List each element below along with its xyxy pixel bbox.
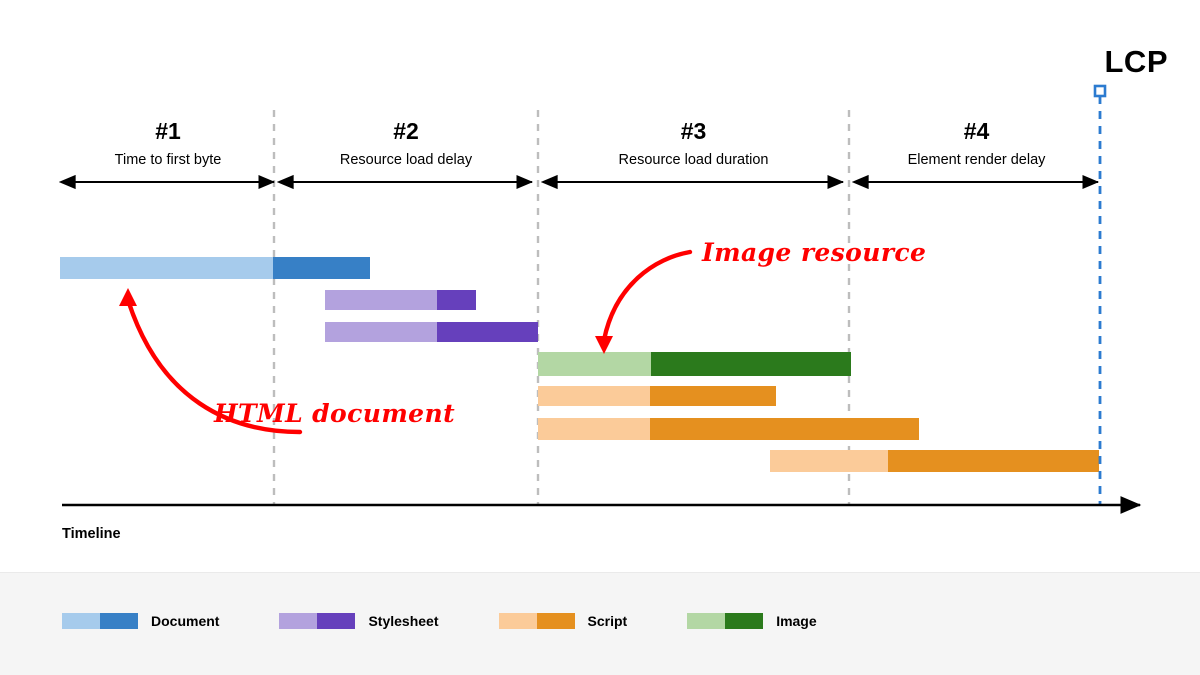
legend-item-document: Document [62, 613, 219, 629]
bar-script-3-dark-segment [888, 450, 1099, 472]
bar-document-light-segment [60, 257, 273, 279]
bar-stylesheet-1-light-segment [325, 290, 437, 310]
legend-swatch-stylesheet [279, 613, 356, 629]
annotation-arrowhead-image-resource [595, 336, 613, 354]
bar-script-3-light-segment [770, 450, 888, 472]
bar-script-2-dark-segment [650, 418, 919, 440]
bar-stylesheet-2-light-segment [325, 322, 437, 342]
phase-number: #3 [680, 118, 707, 144]
bar-document [60, 257, 370, 279]
bar-image-light-segment [538, 352, 651, 376]
phase-number: #2 [393, 118, 419, 144]
legend-swatch-light [687, 613, 726, 629]
legend-label: Script [587, 613, 628, 629]
annotation-arrow-html-document [125, 297, 303, 435]
legend-swatch-dark [317, 613, 356, 629]
bar-stylesheet-2 [325, 322, 538, 342]
lcp-marker-square [1093, 84, 1107, 98]
phase-description: Element render delay [907, 152, 1046, 168]
annotation-arrows [119, 249, 693, 435]
bar-stylesheet-2-dark-segment [437, 322, 538, 342]
lcp-label: LCP [1104, 44, 1168, 79]
legend-swatch-script [498, 613, 575, 629]
legend-item-stylesheet: Stylesheet [279, 613, 439, 629]
phase-description: Resource load delay [339, 152, 473, 168]
bar-script-3 [770, 450, 1099, 472]
legend-panel: Document Stylesheet Script Image [0, 572, 1200, 675]
phase-dividers [272, 110, 851, 505]
legend-item-script: Script [498, 613, 628, 629]
legend-swatch-document [62, 613, 138, 629]
annotation-arrowhead-html-document [119, 288, 137, 306]
timeline-caption: Timeline [62, 526, 121, 542]
bar-stylesheet-1-dark-segment [437, 290, 476, 310]
bar-stylesheet-1 [325, 290, 476, 310]
bar-script-1 [538, 386, 776, 406]
bar-script-2 [538, 418, 919, 440]
legend-swatch-light [498, 613, 537, 629]
legend-swatch-image [687, 613, 764, 629]
legend-swatch-dark [100, 613, 138, 629]
legend-row: Document Stylesheet Script Image [62, 613, 877, 629]
phase-number: #1 [155, 118, 181, 144]
legend-swatch-light [279, 613, 318, 629]
legend-swatch-light [62, 613, 100, 629]
legend-swatch-dark [725, 613, 764, 629]
legend-label: Document [151, 613, 220, 629]
bar-document-dark-segment [273, 257, 370, 279]
legend-swatch-dark [536, 613, 575, 629]
phase-description: Time to first byte [114, 152, 222, 168]
legend-label: Image [776, 613, 817, 629]
annotation-arrow-image-resource [601, 249, 693, 343]
annotation-image-resource: Image resource [702, 238, 927, 267]
legend-label: Stylesheet [368, 613, 439, 629]
bar-script-1-light-segment [538, 386, 650, 406]
bar-image-dark-segment [651, 352, 851, 376]
bar-script-1-dark-segment [650, 386, 776, 406]
bar-script-2-light-segment [538, 418, 650, 440]
resource-bars [60, 257, 1099, 472]
phase-description: Resource load duration [618, 152, 769, 168]
phase-number: #4 [963, 118, 990, 144]
legend-item-image: Image [687, 613, 817, 629]
bar-image [538, 352, 851, 376]
annotation-html-document: HTML document [214, 399, 456, 428]
lcp-marker-line [1093, 84, 1107, 506]
